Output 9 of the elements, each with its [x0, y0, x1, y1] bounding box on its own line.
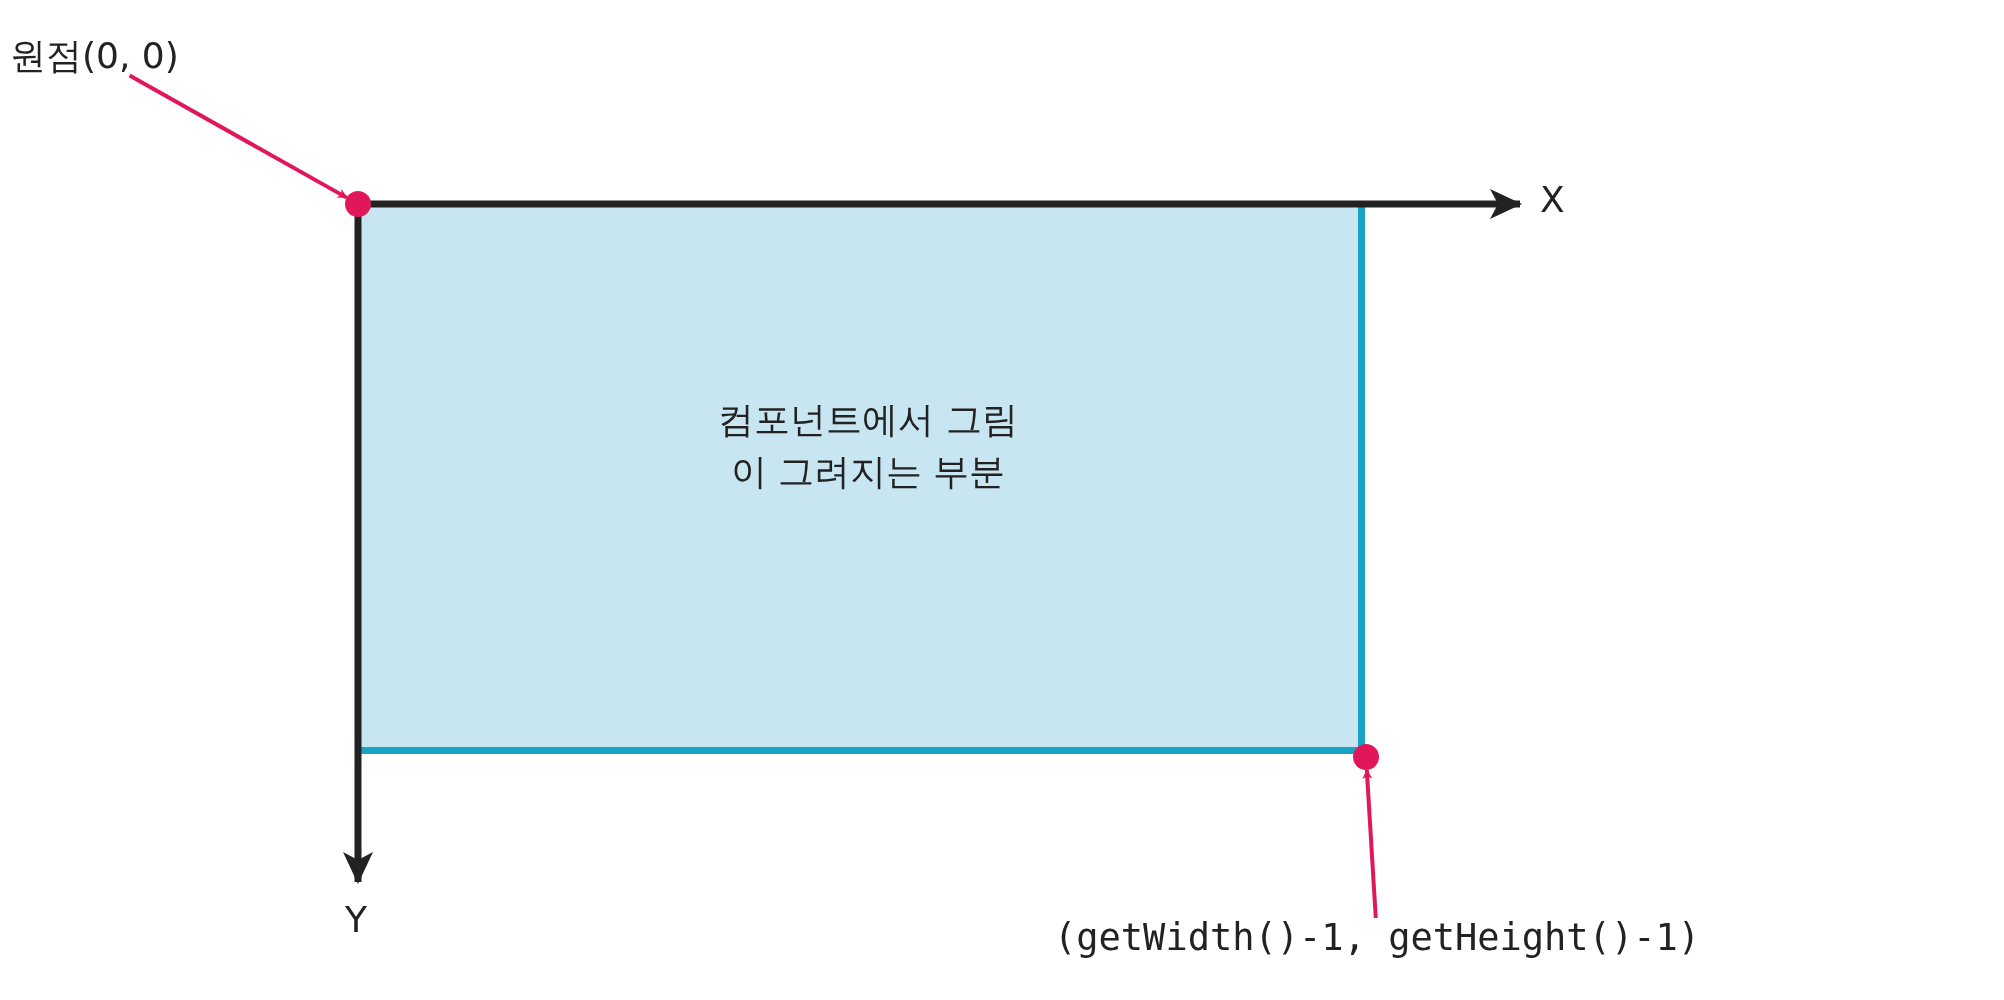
origin-label: 원점(0, 0) — [10, 36, 179, 76]
y-axis-label: Y — [345, 900, 367, 940]
corner-dot — [1353, 744, 1379, 770]
corner-coordinate-label: (getWidth()-1, getHeight()-1) — [1054, 918, 1700, 959]
origin-dot — [345, 191, 371, 217]
arrow — [1362, 769, 1378, 919]
arrow — [128, 73, 348, 200]
x-axis-label: X — [1540, 180, 1565, 220]
area-caption: 컴포넌트에서 그림이 그려지는 부분 — [718, 398, 1018, 495]
